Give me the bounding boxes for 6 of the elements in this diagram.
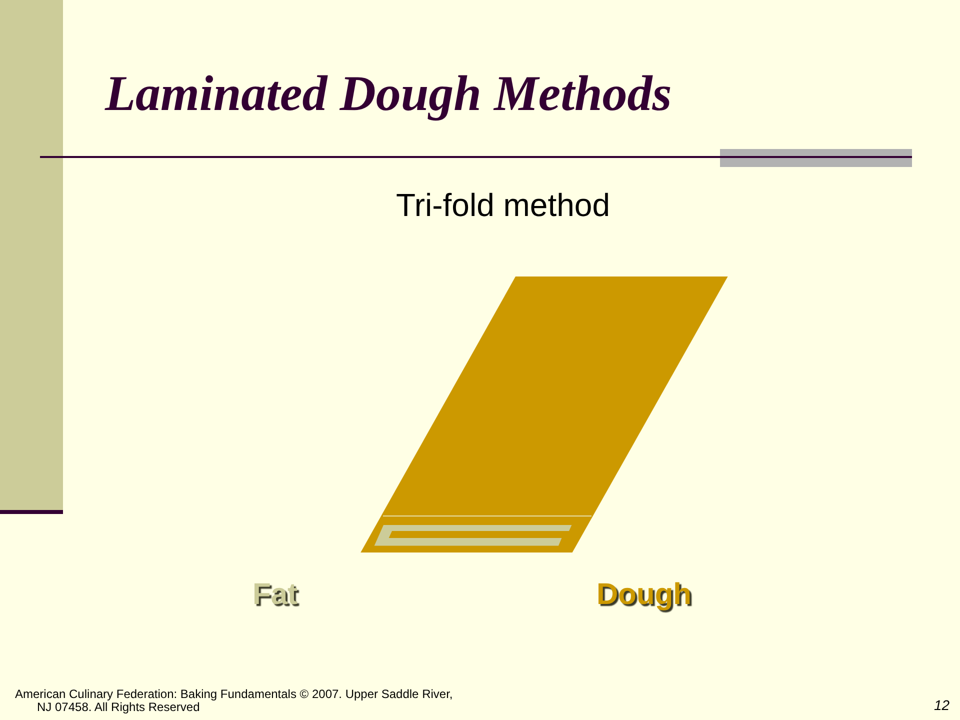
slide-title: Laminated Dough Methods [105,64,672,123]
dough-label: Dough [596,578,692,612]
subtitle: Tri-fold method [396,187,610,223]
fat-label: Fat [252,578,298,612]
page-number: 12 [934,697,950,714]
copyright-note: American Culinary Federation: Baking Fundamentals © 2007. Upper Saddle River, NJ 07458. All Rights Reserved [15,688,454,714]
